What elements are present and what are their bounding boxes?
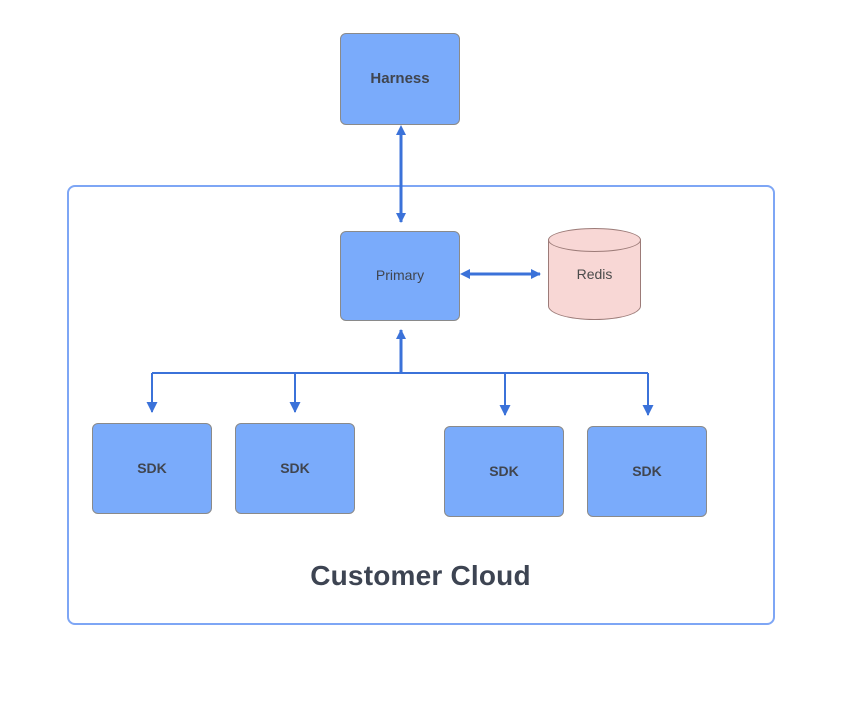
node-sdk-3-label: SDK xyxy=(489,462,519,479)
node-harness[interactable]: Harness xyxy=(340,33,460,125)
cylinder-top-ellipse-shape xyxy=(548,228,641,252)
node-primary-label: Primary xyxy=(375,267,425,284)
cylinder-body-shape xyxy=(548,240,641,320)
node-sdk-1-label: SDK xyxy=(137,459,167,476)
node-sdk-3[interactable]: SDK xyxy=(444,426,564,517)
node-sdk-1[interactable]: SDK xyxy=(92,423,212,514)
customer-cloud-container xyxy=(67,185,775,625)
customer-cloud-title: Customer Cloud xyxy=(310,560,531,591)
node-sdk-2[interactable]: SDK xyxy=(235,423,355,514)
node-sdk-2-label: SDK xyxy=(280,459,310,476)
node-redis-label: Redis xyxy=(576,266,613,282)
node-redis[interactable]: Redis xyxy=(548,228,641,320)
node-harness-label: Harness xyxy=(370,69,430,87)
node-sdk-4[interactable]: SDK xyxy=(587,426,707,517)
node-sdk-4-label: SDK xyxy=(632,462,662,479)
node-primary[interactable]: Primary xyxy=(340,231,460,321)
